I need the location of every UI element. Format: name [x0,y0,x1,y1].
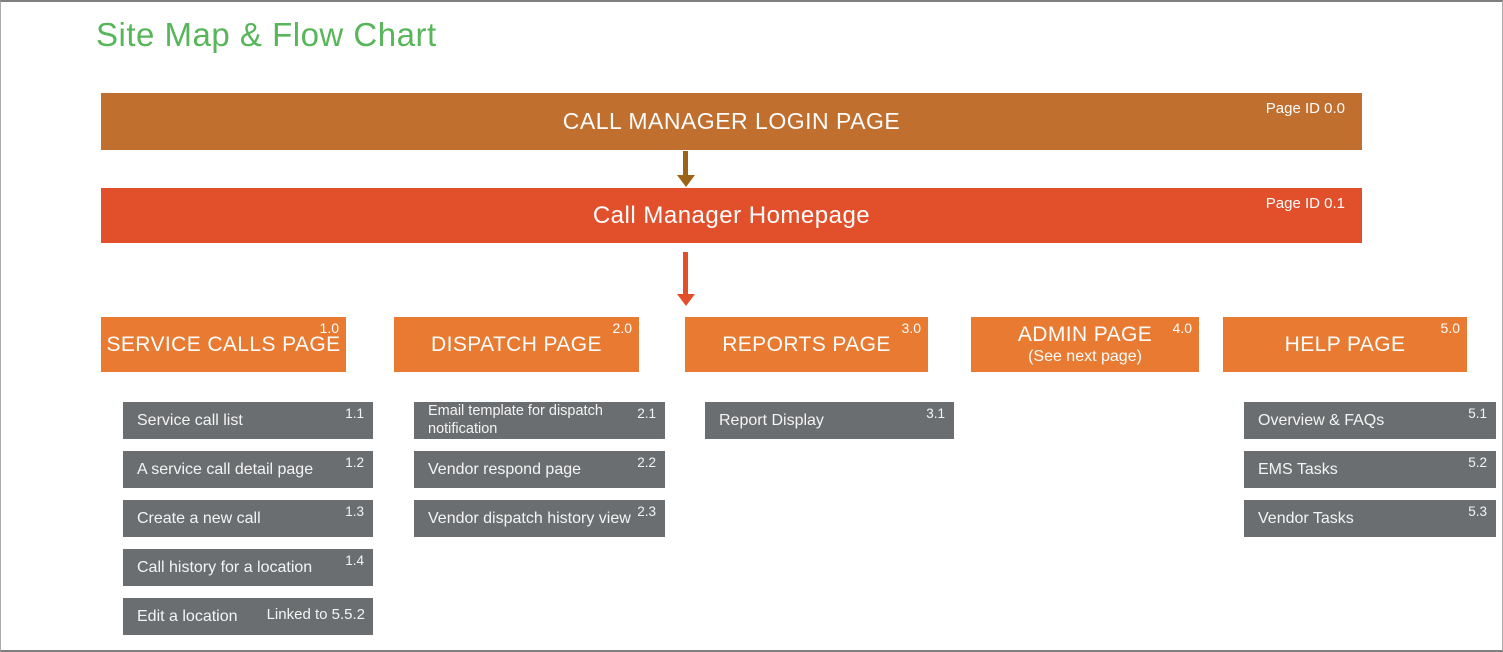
arrow-head-icon [676,294,695,306]
node-id: 1.3 [345,504,364,519]
node-help-page: HELP PAGE 5.0 [1223,317,1467,372]
node-id: 3.1 [926,406,945,421]
node-label: ADMIN PAGE [1017,323,1153,346]
node-vendor-dispatch-history-view: Vendor dispatch history view 2.3 [414,500,665,537]
node-call-history-for-location: Call history for a location 1.4 [123,549,373,586]
node-label: Report Display [719,411,824,429]
column-dispatch: DISPATCH PAGE 2.0 Email template for dis… [394,317,665,537]
node-label: Service call list [137,411,243,429]
node-id: 5.0 [1440,320,1460,336]
flow-arrow-login-to-homepage [676,151,695,187]
node-vendor-tasks: Vendor Tasks 5.3 [1244,500,1496,537]
node-id: 5.3 [1468,504,1487,519]
node-report-display: Report Display 3.1 [705,402,954,439]
node-label: CALL MANAGER LOGIN PAGE [562,108,901,134]
page-id-badge: Page ID 0.1 [1265,195,1345,212]
flow-arrow-homepage-to-sections [676,252,695,306]
node-label: Vendor dispatch history view [428,509,631,527]
page-title: Site Map & Flow Chart [96,16,437,53]
node-reports-page: REPORTS PAGE 3.0 [685,317,928,372]
column-service-calls: SERVICE CALLS PAGE 1.0 Service call list… [101,317,373,635]
node-admin-page: ADMIN PAGE (See next page) 4.0 [971,317,1199,372]
arrow-shaft [683,252,688,294]
node-email-template-dispatch-notification: Email template for dispatch notification… [414,402,665,439]
node-create-new-call: Create a new call 1.3 [123,500,373,537]
node-id: 2.0 [612,320,632,336]
node-label: Create a new call [137,509,261,527]
node-service-call-list: Service call list 1.1 [123,402,373,439]
node-label: REPORTS PAGE [722,332,891,356]
node-ems-tasks: EMS Tasks 5.2 [1244,451,1496,488]
node-id: 1.2 [345,455,364,470]
node-label: Overview & FAQs [1258,411,1385,429]
node-dispatch-page: DISPATCH PAGE 2.0 [394,317,639,372]
node-label: HELP PAGE [1284,332,1406,356]
node-label: EMS Tasks [1258,460,1338,478]
node-id: 2.3 [637,504,656,519]
column-reports: REPORTS PAGE 3.0 Report Display 3.1 [685,317,954,439]
service-calls-children: Service call list 1.1 A service call det… [123,402,373,635]
node-label: Call history for a location [137,558,313,576]
node-label: Vendor Tasks [1258,509,1354,527]
node-label: Email template for dispatch notification [428,403,603,437]
arrow-shaft [683,151,688,175]
node-call-manager-login-page: CALL MANAGER LOGIN PAGE Page ID 0.0 [101,93,1362,150]
node-overview-faqs: Overview & FAQs 5.1 [1244,402,1496,439]
node-id: 1.1 [345,406,364,421]
node-id: 1.0 [319,320,339,336]
help-children: Overview & FAQs 5.1 EMS Tasks 5.2 Vendor… [1244,402,1496,537]
node-id: 2.1 [637,406,656,421]
node-label: SERVICE CALLS PAGE [106,332,341,356]
arrow-head-icon [676,175,695,187]
node-id: 4.0 [1172,320,1192,336]
column-admin: ADMIN PAGE (See next page) 4.0 [971,317,1199,372]
node-label: Vendor respond page [428,460,582,478]
page-id-badge: Page ID 0.0 [1265,100,1345,117]
node-service-calls-page: SERVICE CALLS PAGE 1.0 [101,317,346,372]
node-service-call-detail-page: A service call detail page 1.2 [123,451,373,488]
node-label: Call Manager Homepage [592,201,871,229]
dispatch-children: Email template for dispatch notification… [414,402,665,537]
node-label: DISPATCH PAGE [431,332,602,356]
reports-children: Report Display 3.1 [705,402,954,439]
node-id: 2.2 [637,455,656,470]
node-id: 3.0 [901,320,921,336]
node-id: 5.1 [1468,406,1487,421]
node-vendor-respond-page: Vendor respond page 2.2 [414,451,665,488]
node-label: A service call detail page [137,460,314,478]
node-call-manager-homepage: Call Manager Homepage Page ID 0.1 [101,188,1362,243]
node-sublabel: (See next page) [1028,348,1142,365]
node-id: 5.2 [1468,455,1487,470]
node-id: 1.4 [345,553,364,568]
node-label: Edit a location [137,607,238,625]
node-link-note: Linked to 5.5.2 [266,606,365,623]
node-edit-a-location: Edit a location Linked to 5.5.2 [123,598,373,635]
column-help: HELP PAGE 5.0 Overview & FAQs 5.1 EMS Ta… [1223,317,1496,537]
